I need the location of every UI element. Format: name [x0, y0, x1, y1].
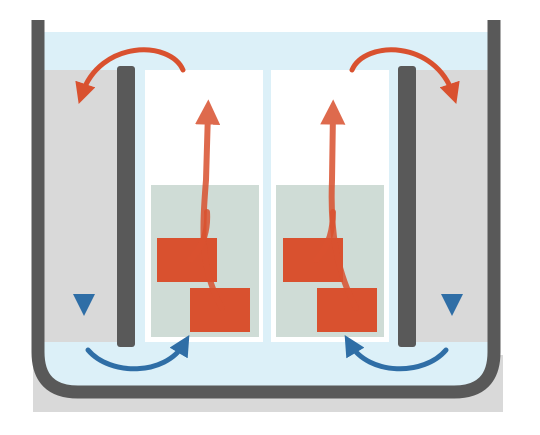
right-top-loop-arrow: [349, 47, 460, 104]
tank-wall: [31, 20, 501, 399]
right-bottom-loop-arrow: [344, 334, 449, 372]
left-rising-flow-branch: [187, 209, 211, 263]
left-return-arrow-head: [73, 294, 95, 316]
right-baffle: [398, 66, 416, 347]
left-top-loop-arrow: [75, 47, 186, 104]
right-rising-flow-arrow: [320, 99, 359, 311]
right-rising-flow-branch: [313, 209, 336, 263]
right-return-arrow-head: [441, 294, 463, 316]
left-baffle: [117, 66, 135, 347]
left-bottom-loop-arrow: [85, 334, 190, 372]
